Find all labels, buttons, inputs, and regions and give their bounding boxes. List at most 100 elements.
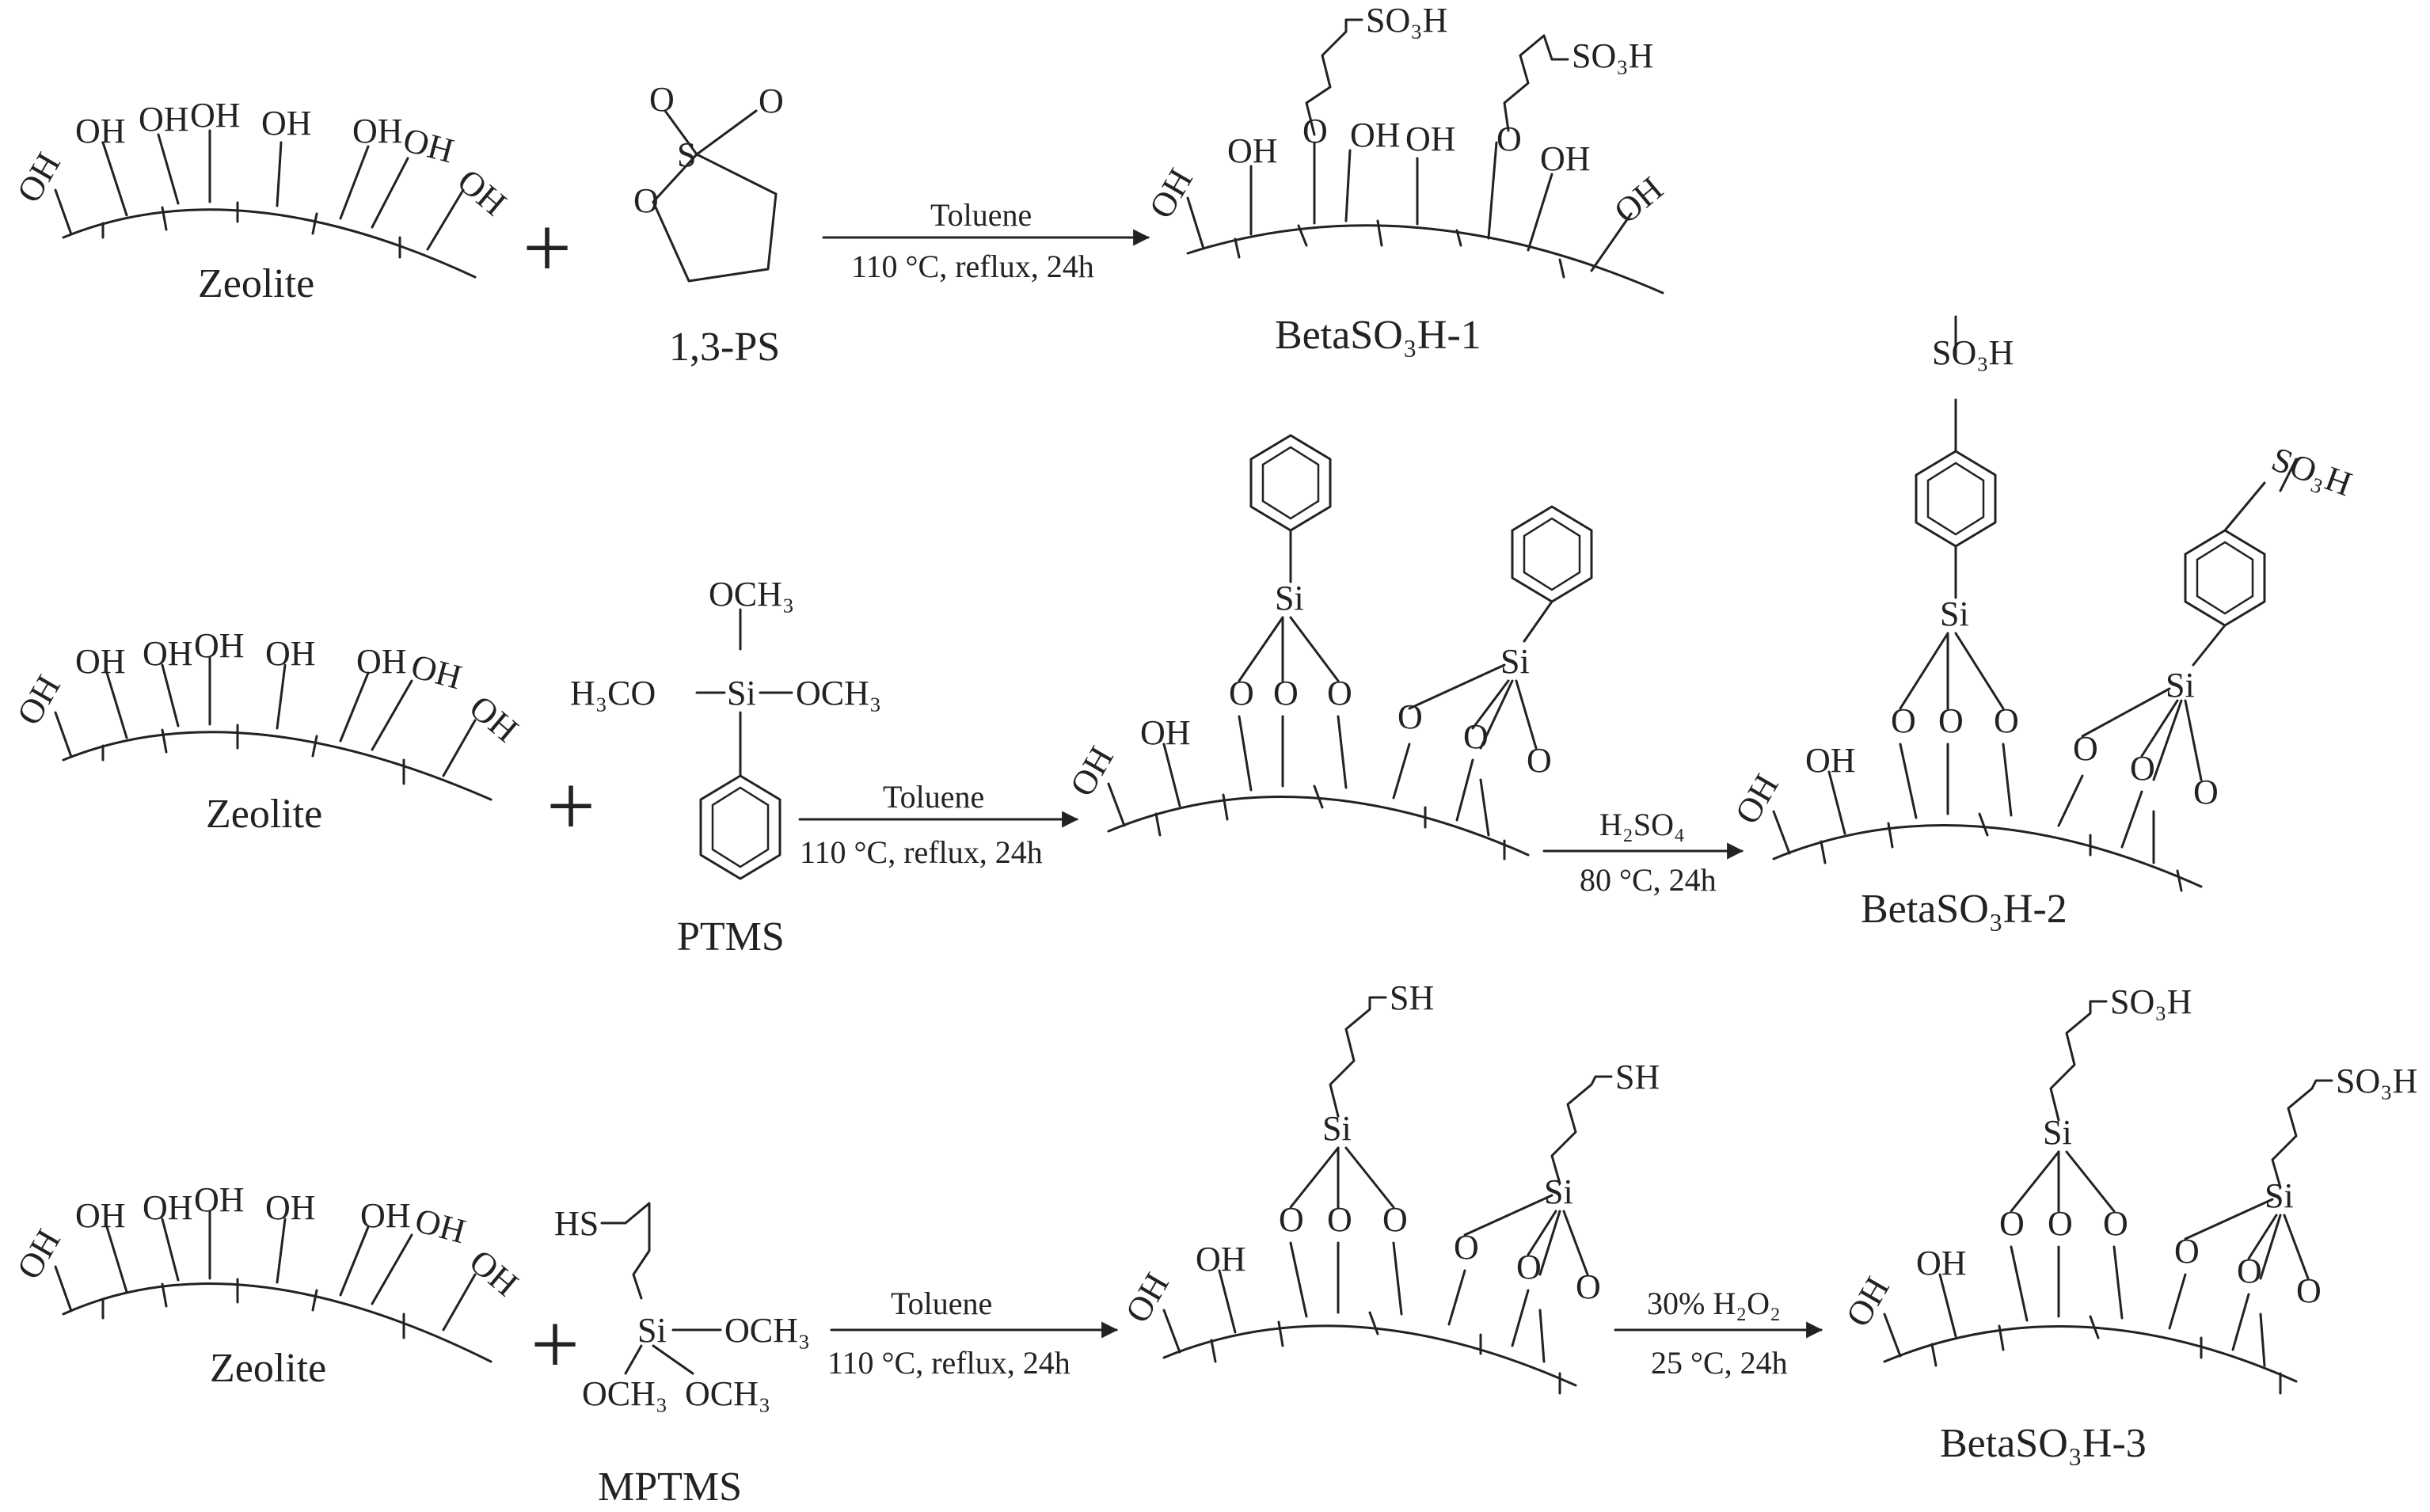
o-label: O [1327,1200,1352,1239]
o-label: O [1229,674,1254,712]
oh-label: OH [194,626,245,665]
oh-label: OH [194,1180,245,1219]
arrow-step2: Toluene 110 °C, reflux, 24h [798,779,1079,870]
o-label: O [1496,120,1522,158]
mptms-label: MPTMS [598,1465,742,1510]
si-label: Si [1275,579,1304,617]
plus-sign: + [530,1296,580,1392]
o-label: O [1454,1228,1479,1267]
si-label: Si [1544,1172,1573,1211]
oh-label: OH [1916,1244,1967,1282]
ps-label: 1,3-PS [669,325,780,370]
oh-label: OH [1142,162,1200,226]
o-label: O [1273,674,1299,712]
o-label: O [1463,717,1489,756]
oh-label: OH [411,1201,470,1252]
o-label: O [1279,1200,1304,1239]
oh-label: OH [407,647,466,697]
o-label: O [1527,741,1552,780]
o-label: O [2073,729,2098,768]
oh-label: OH [139,100,189,139]
h3co-label: H₃CO [570,674,656,712]
o-label: O [1994,701,2019,740]
arrow-step4: Toluene 110 °C, reflux, 24h [827,1286,1119,1381]
o-label: O [2237,1252,2262,1290]
oh-label: OH [143,634,193,673]
oxo-o-label: O [759,82,784,120]
oh-label: OH [1607,169,1670,231]
plus-sign: + [523,199,572,296]
arrow-step5: 30% H₂O₂ 25 °C, 24h [1614,1286,1823,1381]
o-label: O [1516,1248,1542,1286]
si-label: Si [727,674,756,712]
plus-sign: + [546,758,595,854]
och3-label: OCH₃ [685,1374,770,1413]
si-label: Si [1322,1109,1352,1148]
oh-label: OH [190,96,241,135]
zeolite-label: Zeolite [210,1346,326,1391]
product2-label: BetaSO₃H-2 [1861,887,2067,932]
sh-label: SH [1390,978,1434,1017]
oh-label: OH [75,112,126,150]
si-label: Si [1500,642,1530,681]
product3-label: BetaSO₃H-3 [1940,1421,2147,1466]
svg-text:25 °C, 24h: 25 °C, 24h [1651,1345,1788,1381]
zeolite-label: Zeolite [198,261,314,306]
so3h-label: SO₃H [2110,982,2192,1021]
si-label: Si [637,1311,667,1350]
oh-label: OH [143,1188,193,1227]
mptms-structure: HS Si OCH₃ OCH₃ OCH₃ MPTMS [554,1202,810,1510]
och3-label: OCH₃ [796,674,881,712]
svg-text:Toluene: Toluene [891,1286,992,1321]
och3-label: OCH₃ [709,575,794,614]
product1-label: BetaSO₃H-1 [1275,313,1481,358]
arrow-step3: H₂SO₄ 80 °C, 24h [1542,807,1744,898]
oh-label: OH [1405,120,1456,158]
oh-label: OH [261,104,312,142]
oh-label: OH [462,1242,526,1304]
oh-label: OH [75,1196,126,1235]
ptms-label: PTMS [677,914,785,959]
si-label: Si [1940,595,1969,633]
oh-label: OH [1350,116,1401,154]
oh-label: OH [451,161,514,223]
so3h-label: SO₃H [1366,1,1447,40]
si-label: Si [2166,666,2195,705]
hs-label: HS [554,1204,599,1243]
ring-o-label: O [633,181,659,220]
svg-text:110 °C, reflux, 24h: 110 °C, reflux, 24h [827,1345,1070,1381]
product-betaso3h-2: SO₃H SO₃H Si Si O O O O O O OH OH BetaSO… [1728,315,2357,932]
si-label: Si [2043,1113,2072,1152]
svg-text:30% H₂O₂: 30% H₂O₂ [1647,1286,1781,1321]
sh-label: SH [1615,1058,1660,1096]
si-label: Si [2265,1176,2294,1215]
s-label: S [677,135,696,174]
oh-label: OH [1540,139,1591,178]
svg-text:80 °C, 24h: 80 °C, 24h [1580,862,1717,898]
oh-label: OH [1196,1240,1246,1278]
o-label: O [2174,1232,2200,1271]
o-label: O [1302,112,1328,150]
o-label: O [1382,1200,1408,1239]
oh-label: OH [265,634,316,673]
zeolite-label: Zeolite [206,792,322,837]
o-label: O [1327,674,1352,712]
oh-label: OH [352,112,403,150]
oh-label: OH [1227,131,1278,170]
phenyl-silane-intermediate: Si Si O O O O O O OH OH [1063,434,1593,860]
so3h-label: SO₃H [1572,36,1653,75]
product-betaso3h-1: O O SO₃H SO₃H OH OH OH OH OH OH BetaSO₃H… [1142,1,1671,358]
o-label: O [2130,749,2155,788]
so3h-label: SO₃H [2336,1062,2417,1100]
oh-label: OH [360,1196,411,1235]
svg-text:Toluene: Toluene [930,197,1032,233]
och3-label: OCH₃ [724,1311,810,1350]
ptms-structure: Si OCH₃ H₃CO OCH₃ PTMS [570,575,881,959]
o-label: O [2193,773,2219,811]
o-label: O [1576,1267,1601,1306]
o-label: O [2048,1204,2073,1243]
och3-label: OCH₃ [582,1374,667,1413]
oh-label: OH [462,688,526,750]
propane-sultone-structure: O O O S 1,3-PS [633,80,784,370]
zeolite-reactant-row3: OH OH OH OH OH OH OH OH Zeolite [10,1180,526,1391]
